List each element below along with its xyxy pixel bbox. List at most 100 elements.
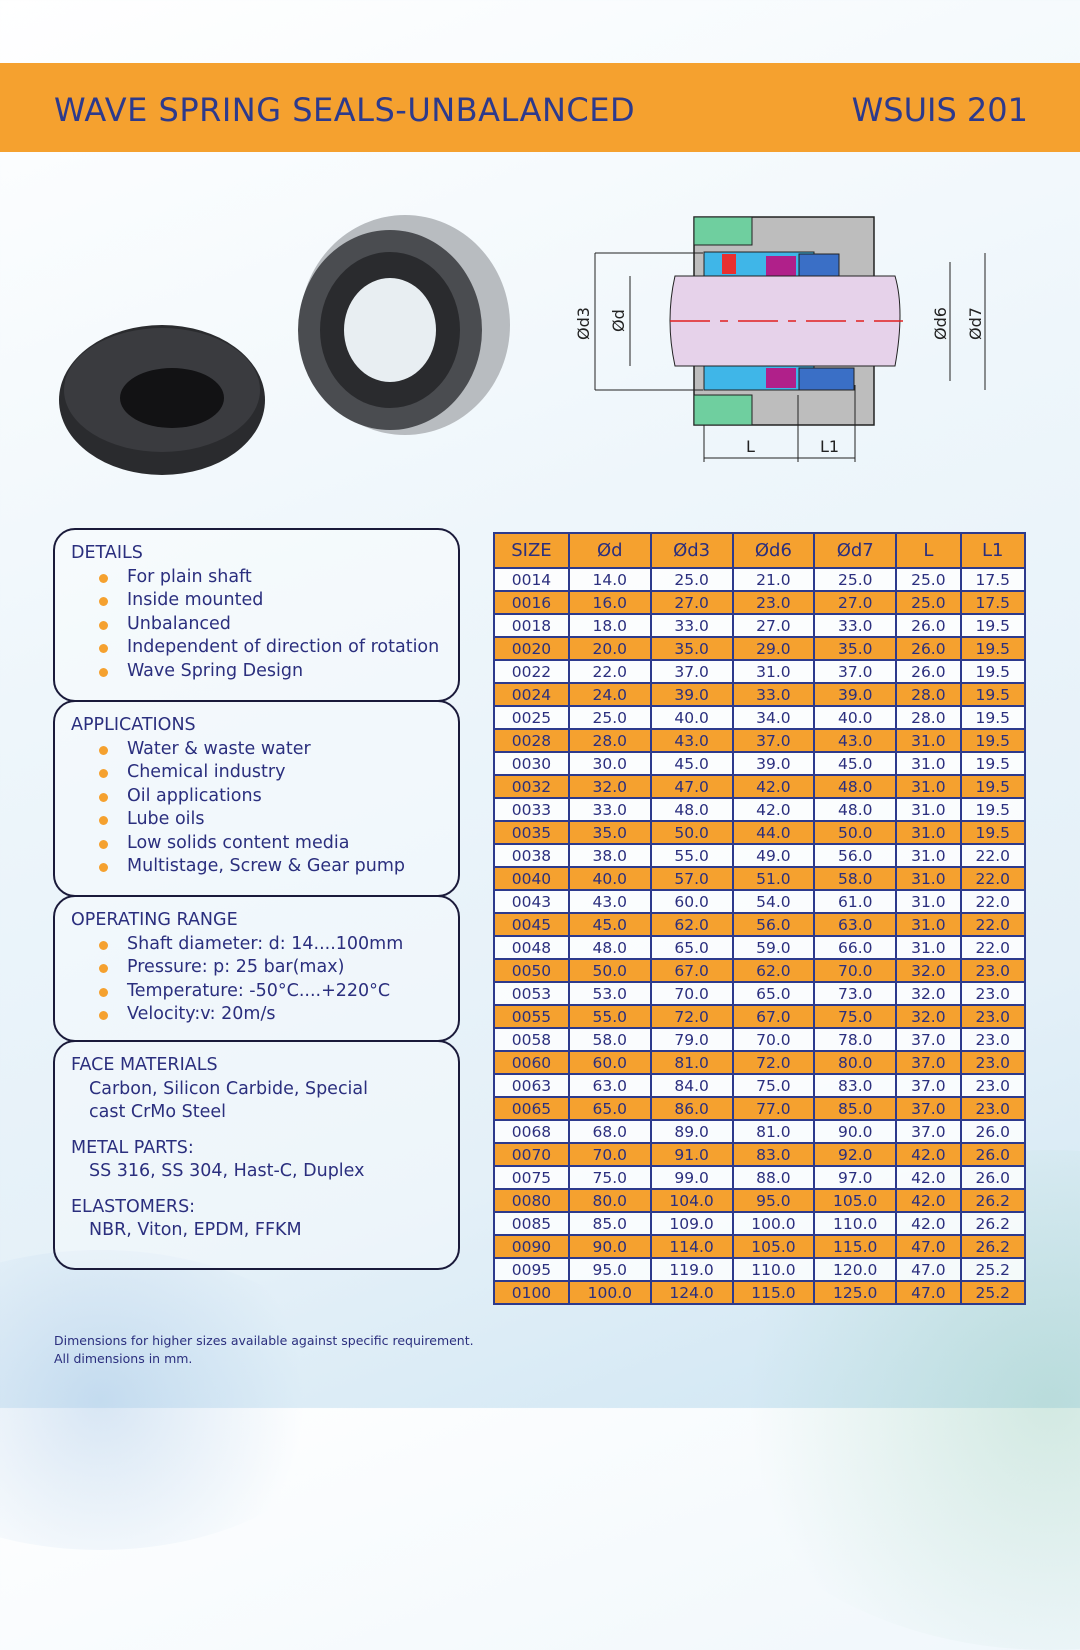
table-cell: 0025 (493, 705, 570, 730)
table-cell: 32.0 (895, 1004, 962, 1029)
table-cell: 25.0 (895, 590, 962, 615)
table-cell: 27.0 (731, 613, 816, 638)
face-materials-text: Carbon, Silicon Carbide, Special (89, 1078, 369, 1099)
table-cell: 31.0 (895, 935, 962, 960)
table-cell: 42.0 (895, 1165, 962, 1190)
table-cell: 48.0 (813, 774, 898, 799)
list-item: Lube oils (99, 808, 442, 832)
table-cell: 48.0 (567, 935, 652, 960)
table-cell: 37.0 (895, 1096, 962, 1121)
table-cell: 22.0 (567, 659, 652, 684)
operating-title: OPERATING RANGE (71, 910, 238, 930)
column-header: Ød7 (813, 532, 898, 569)
table-cell: 49.0 (731, 843, 816, 868)
table-cell: 25.2 (959, 1280, 1027, 1305)
column-header: L1 (959, 532, 1027, 569)
table-cell: 50.0 (567, 958, 652, 983)
table-cell: 31.0 (895, 820, 962, 845)
table-cell: 31.0 (895, 728, 962, 753)
details-title: DETAILS (71, 543, 143, 563)
table-cell: 109.0 (649, 1211, 734, 1236)
table-cell: 31.0 (895, 751, 962, 776)
table-cell: 0016 (493, 590, 570, 615)
table-cell: 33.0 (813, 613, 898, 638)
table-cell: 66.0 (813, 935, 898, 960)
page-title: WAVE SPRING SEALS-UNBALANCED (54, 91, 636, 129)
table-cell: 18.0 (567, 613, 652, 638)
label-d6: Ød6 (931, 307, 950, 340)
table-cell: 29.0 (731, 636, 816, 661)
table-cell: 34.0 (731, 705, 816, 730)
table-cell: 67.0 (731, 1004, 816, 1029)
table-cell: 23.0 (959, 981, 1027, 1006)
table-cell: 0043 (493, 889, 570, 914)
table-cell: 32.0 (567, 774, 652, 799)
column-header: Ød (567, 532, 652, 569)
table-cell: 26.0 (895, 636, 962, 661)
table-cell: 42.0 (731, 797, 816, 822)
table-cell: 0024 (493, 682, 570, 707)
table-cell: 95.0 (731, 1188, 816, 1213)
table-cell: 65.0 (731, 981, 816, 1006)
table-cell: 31.0 (895, 797, 962, 822)
table-cell: 37.0 (895, 1119, 962, 1144)
table-cell: 0095 (493, 1257, 570, 1282)
table-cell: 16.0 (567, 590, 652, 615)
table-cell: 0045 (493, 912, 570, 937)
table-cell: 33.0 (649, 613, 734, 638)
table-cell: 0032 (493, 774, 570, 799)
table-cell: 31.0 (895, 866, 962, 891)
list-item: Water & waste water (99, 738, 442, 762)
table-cell: 37.0 (895, 1073, 962, 1098)
table-cell: 50.0 (813, 820, 898, 845)
table-cell: 84.0 (649, 1073, 734, 1098)
table-cell: 14.0 (567, 567, 652, 592)
table-cell: 53.0 (567, 981, 652, 1006)
table-cell: 19.5 (959, 820, 1027, 845)
table-cell: 28.0 (567, 728, 652, 753)
table-cell: 40.0 (649, 705, 734, 730)
table-cell: 26.0 (959, 1119, 1027, 1144)
list-item: Temperature: -50°C....+220°C (99, 980, 442, 1004)
table-cell: 0080 (493, 1188, 570, 1213)
table-cell: 23.0 (959, 1004, 1027, 1029)
metal-parts-title: METAL PARTS: (71, 1137, 194, 1158)
table-cell: 67.0 (649, 958, 734, 983)
materials-panel: FACE MATERIALS Carbon, Silicon Carbide, … (53, 1040, 460, 1270)
table-cell: 0040 (493, 866, 570, 891)
background-swoosh (0, 1250, 350, 1550)
table-cell: 42.0 (895, 1188, 962, 1213)
shaft (669, 275, 901, 367)
operating-range-panel: OPERATING RANGE Shaft diameter: d: 14...… (53, 895, 460, 1042)
table-cell: 31.0 (895, 889, 962, 914)
table-cell: 19.5 (959, 797, 1027, 822)
face-materials-text: cast CrMo Steel (89, 1102, 227, 1122)
table-cell: 100.0 (567, 1280, 652, 1305)
table-cell: 0038 (493, 843, 570, 868)
table-cell: 65.0 (567, 1096, 652, 1121)
table-cell: 79.0 (649, 1027, 734, 1052)
table-cell: 19.5 (959, 613, 1027, 638)
table-cell: 90.0 (813, 1119, 898, 1144)
table-cell: 97.0 (813, 1165, 898, 1190)
table-cell: 25.0 (895, 567, 962, 592)
table-cell: 19.5 (959, 659, 1027, 684)
table-cell: 91.0 (649, 1142, 734, 1167)
table-cell: 19.5 (959, 728, 1027, 753)
table-cell: 0085 (493, 1211, 570, 1236)
table-cell: 40.0 (567, 866, 652, 891)
